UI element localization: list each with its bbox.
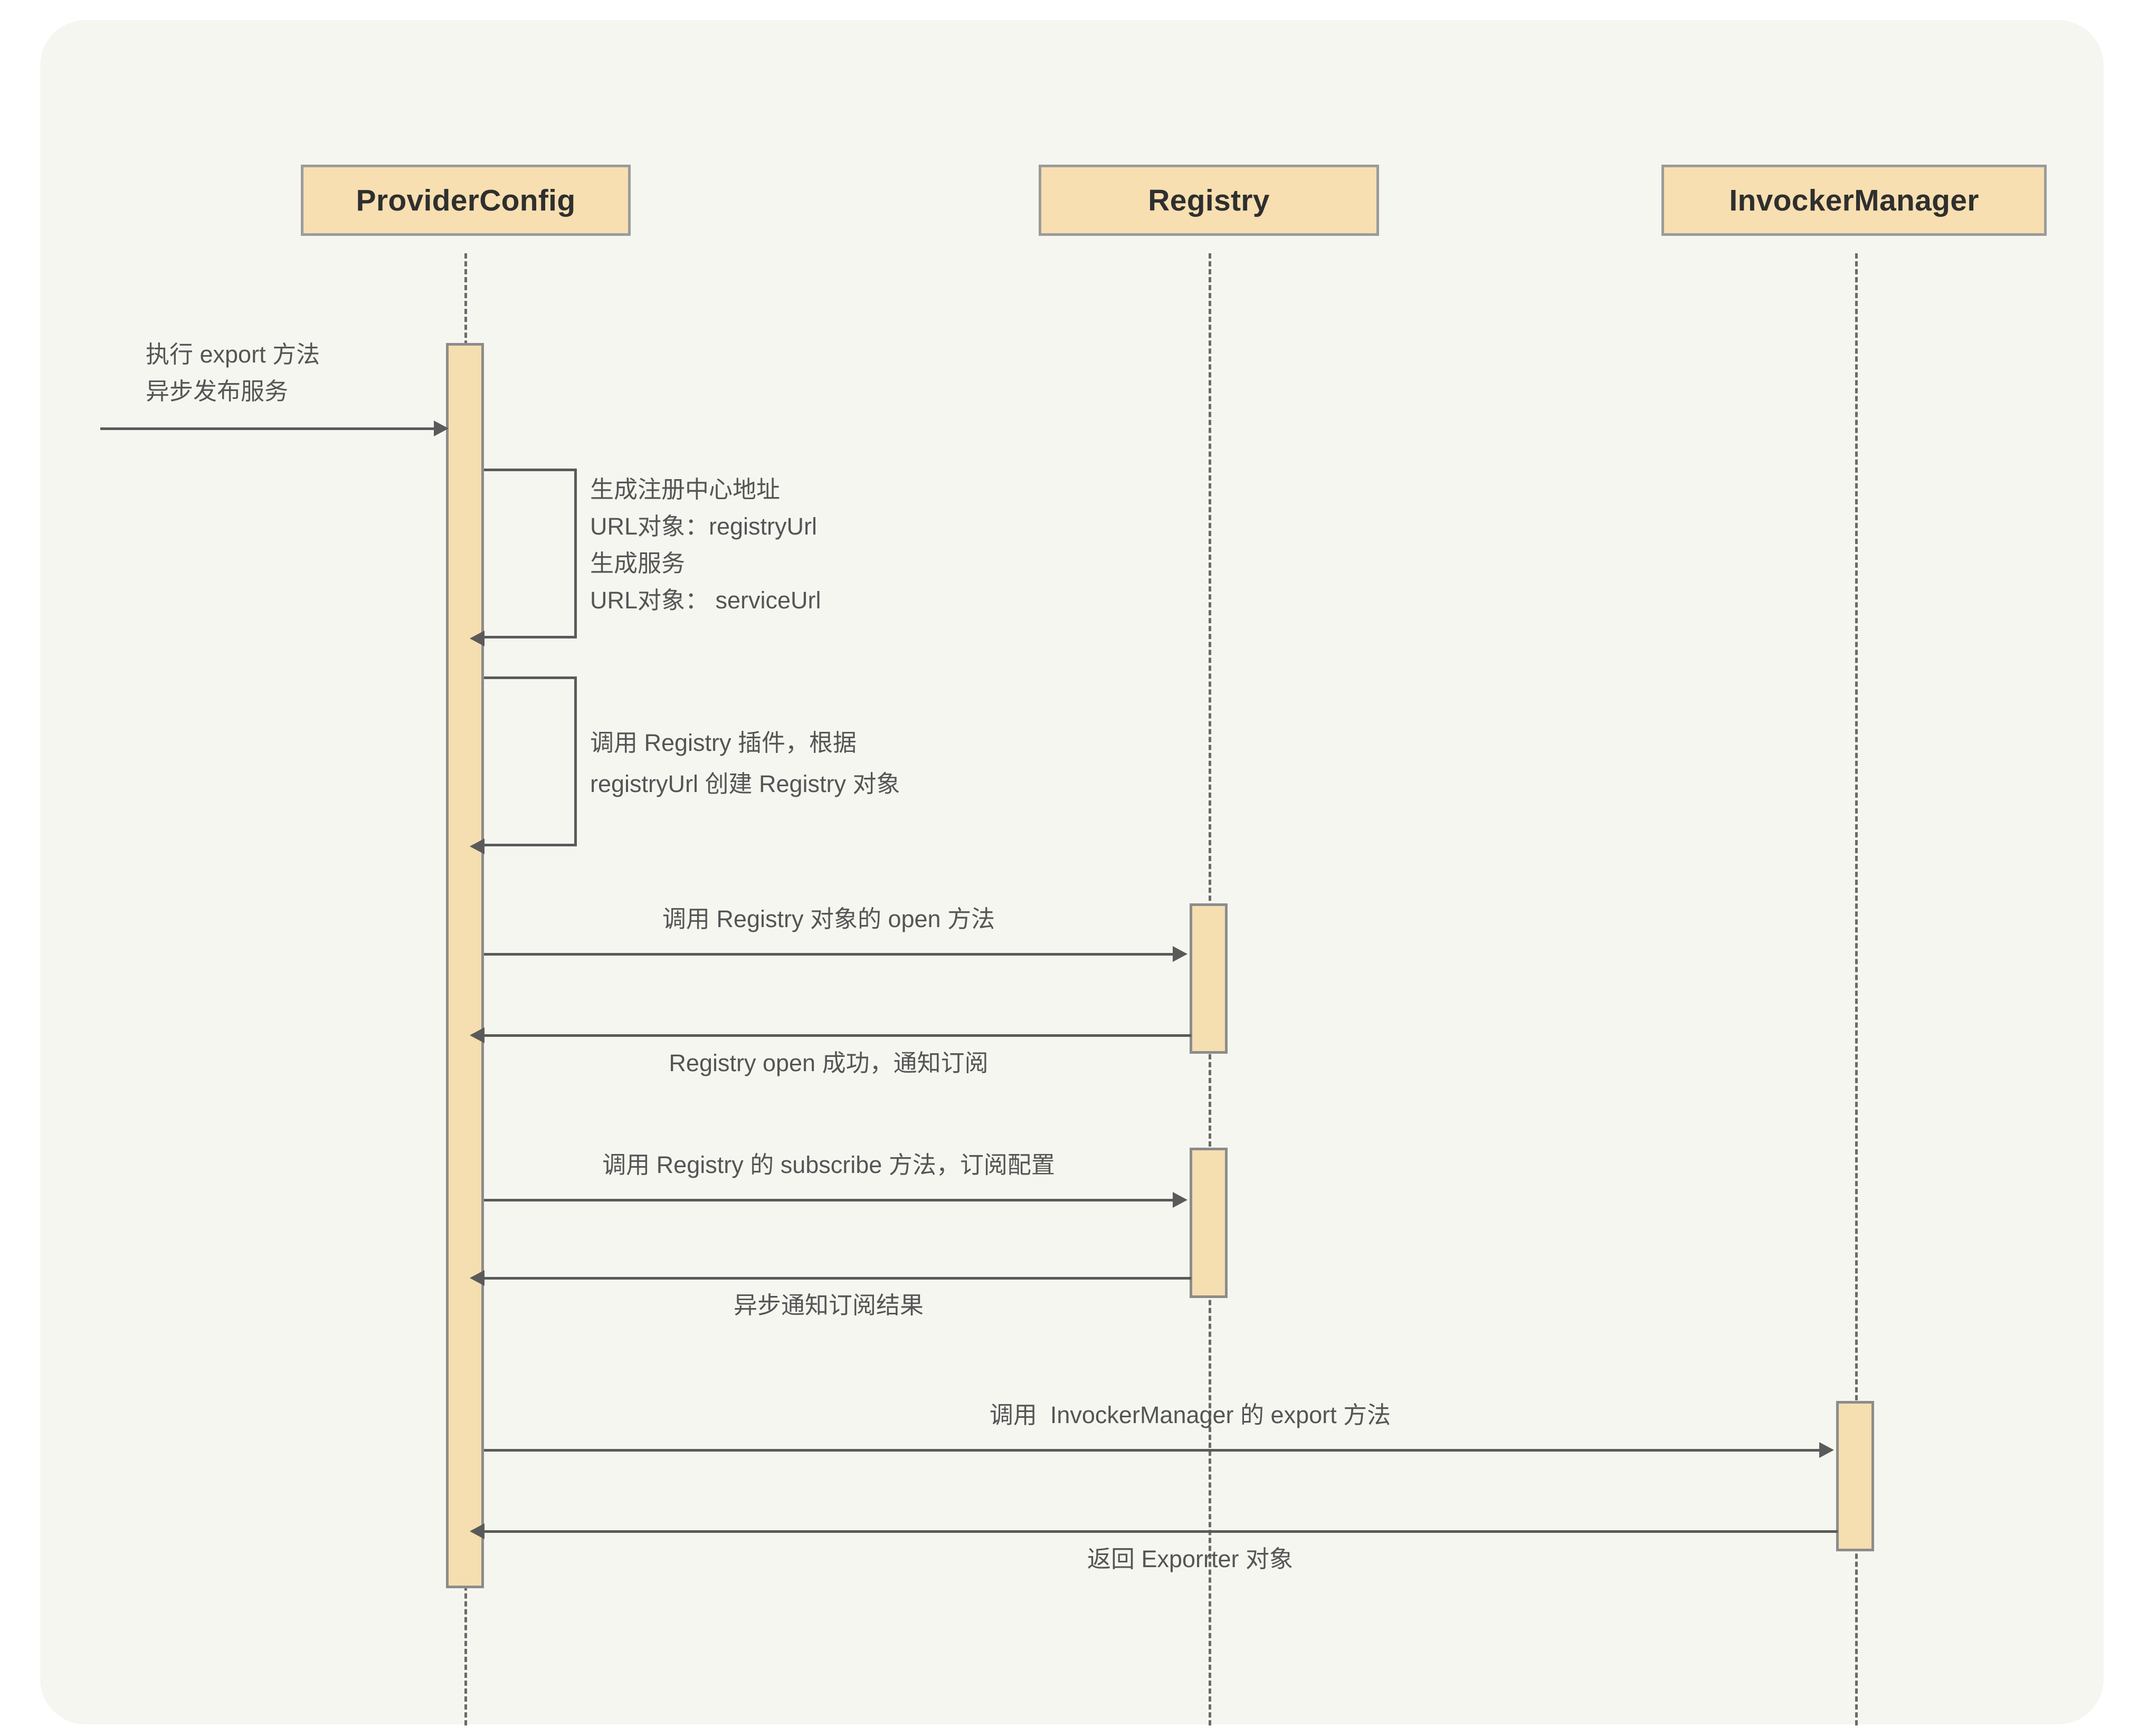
self-call-generate-urls-line-1: URL对象：registryUrl [590,513,818,540]
msg-exporter-return-arrowhead [470,1523,484,1539]
msg-registry-open-arrowhead [1173,946,1187,962]
msg-subscribe-return-arrowhead [470,1270,484,1286]
self-call-generate-urls-arrowhead [470,631,484,646]
self-call-create-registry-line-0: 调用 Registry 插件，根据 [590,729,857,756]
msg-subscribe-return-line [484,1277,1191,1280]
participant-registry[interactable]: Registry [1039,165,1379,236]
activation-invocker-export [1836,1401,1874,1551]
entry-message-arrowhead [434,421,449,436]
lifeline-invocker-manager [1855,253,1858,1725]
msg-invocker-export-label: 调用 InvockerManager 的 export 方法 [989,1401,1391,1428]
participant-label: Registry [1148,183,1270,217]
msg-registry-open-return-label: Registry open 成功，通知订阅 [669,1050,989,1076]
msg-registry-open-return-arrowhead [470,1027,484,1043]
msg-registry-subscribe-line [484,1199,1175,1201]
msg-registry-open-label: 调用 Registry 对象的 open 方法 [662,905,995,932]
self-call-generate-urls-line-3: URL对象： serviceUrl [590,587,821,614]
msg-invocker-export-line [484,1449,1822,1452]
msg-registry-subscribe-label: 调用 Registry 的 subscribe 方法，订阅配置 [602,1151,1055,1178]
entry-message-line2: 异步发布服务 [146,378,289,405]
msg-invocker-export-arrowhead [1819,1442,1834,1458]
msg-registry-subscribe-arrowhead [1173,1192,1187,1208]
participant-label: InvockerManager [1729,183,1979,217]
self-call-generate-urls-line-0: 生成注册中心地址 [590,476,781,503]
participant-label: ProviderConfig [356,183,576,217]
self-call-create-registry-line-1: registryUrl 创建 Registry 对象 [590,770,900,797]
self-call-create-registry-loop [484,676,577,846]
self-call-generate-urls-loop [484,469,577,638]
msg-subscribe-return-label: 异步通知订阅结果 [733,1292,924,1319]
msg-registry-open-return-line [484,1034,1191,1037]
msg-exporter-return-line [484,1530,1838,1533]
participant-invocker-manager[interactable]: InvockerManager [1661,165,2047,236]
activation-registry-open [1190,903,1228,1054]
activation-provider-config [446,343,484,1588]
msg-registry-open-line [484,953,1175,956]
entry-message-line1: 执行 export 方法 [146,341,320,368]
entry-message-line [100,427,438,430]
msg-exporter-return-label: 返回 Exporrter 对象 [1087,1546,1294,1572]
participant-provider-config[interactable]: ProviderConfig [301,165,631,236]
self-call-create-registry-arrowhead [470,838,484,854]
diagram-canvas [40,20,2104,1724]
activation-registry-subscribe [1190,1148,1228,1298]
self-call-generate-urls-line-2: 生成服务 [590,550,686,577]
